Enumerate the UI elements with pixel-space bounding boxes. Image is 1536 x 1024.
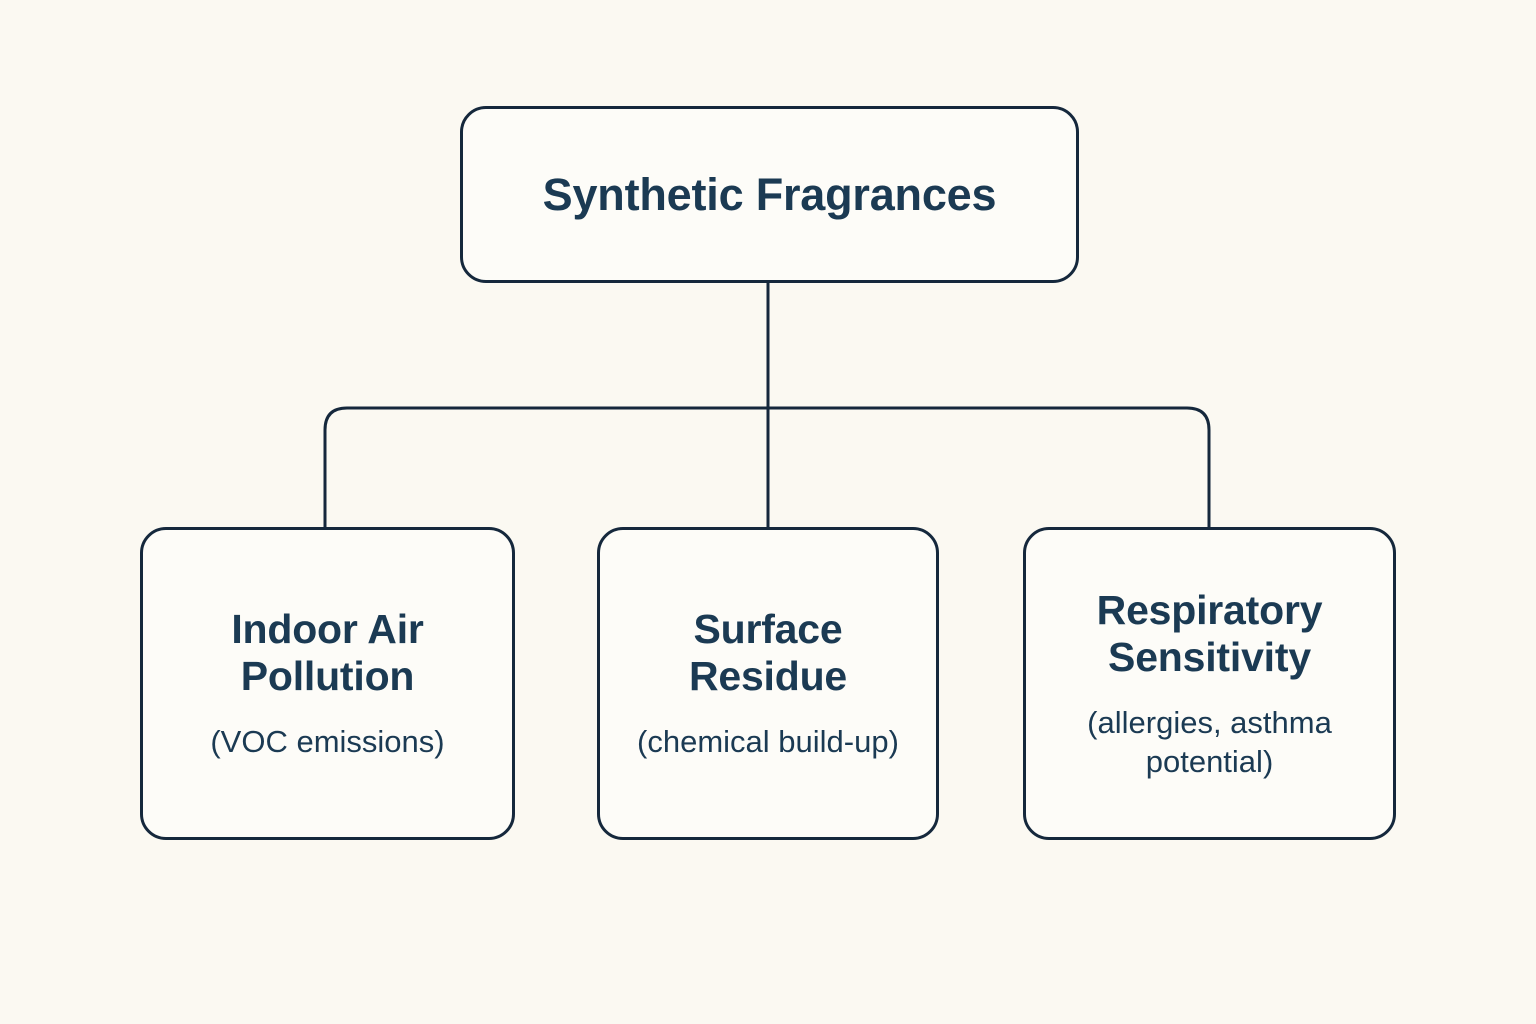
node-root-title: Synthetic Fragrances	[542, 168, 997, 220]
node-child-2-subtitle: (allergies, asthma potential)	[1087, 704, 1332, 779]
node-synthetic-fragrances[interactable]: Synthetic Fragrances	[460, 106, 1079, 283]
node-indoor-air-pollution[interactable]: Indoor Air Pollution (VOC emissions)	[140, 527, 515, 840]
node-child-1-subtitle: (chemical build-up)	[637, 724, 899, 759]
connector-branch-left	[323, 406, 768, 527]
node-child-0-title: Indoor Air Pollution	[231, 606, 424, 699]
node-child-2-title: Respiratory Sensitivity	[1096, 586, 1323, 680]
node-child-0-subtitle: (VOC emissions)	[210, 724, 445, 759]
connector-branch-right	[768, 406, 1211, 527]
node-surface-residue[interactable]: Surface Residue (chemical build-up)	[597, 527, 939, 840]
node-child-1-title: Surface Residue	[688, 606, 848, 699]
node-respiratory-sensitivity[interactable]: Respiratory Sensitivity (allergies, asth…	[1023, 527, 1396, 840]
